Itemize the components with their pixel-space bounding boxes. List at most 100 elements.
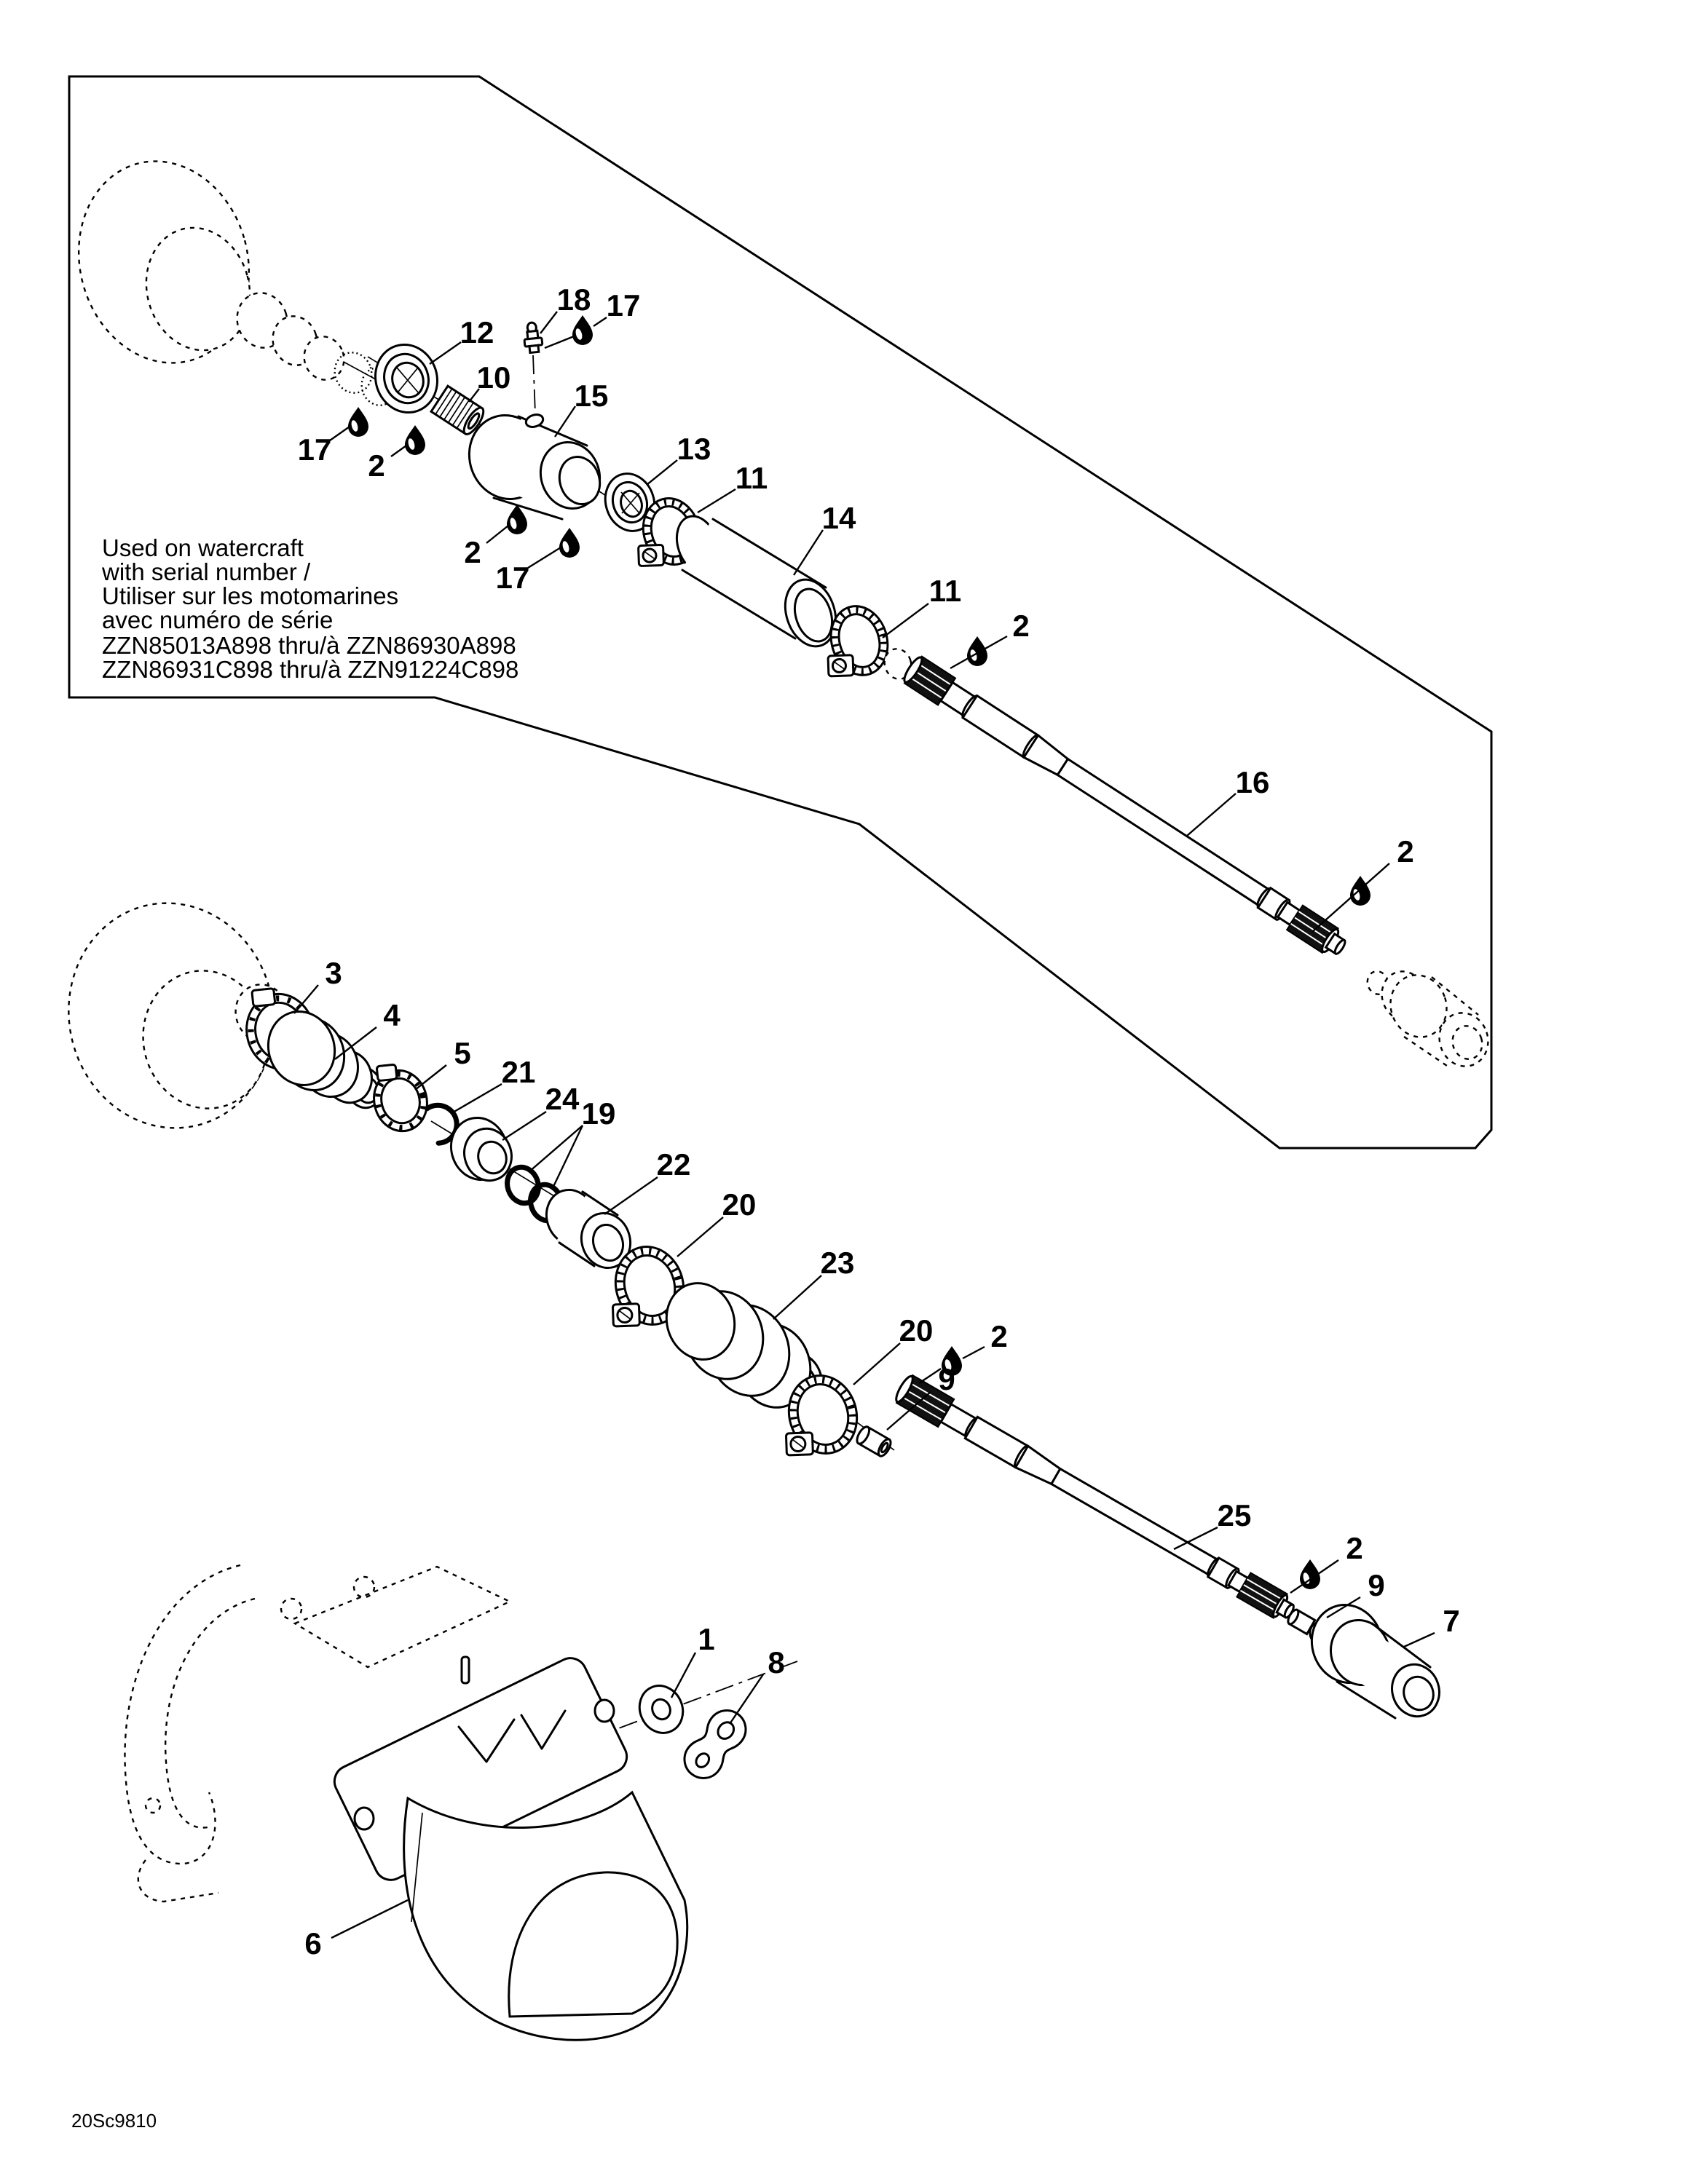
callout-10: 10 xyxy=(468,360,511,403)
callout-label: 25 xyxy=(1218,1498,1252,1532)
callout-22: 22 xyxy=(604,1147,691,1215)
callout-21: 21 xyxy=(452,1055,536,1114)
callout-label: 17 xyxy=(607,288,641,323)
flanged-ring-24 xyxy=(449,1116,513,1182)
callout-label: 16 xyxy=(1236,765,1270,799)
callout-label: 7 xyxy=(1443,1604,1459,1638)
callout-label: 1 xyxy=(698,1622,714,1656)
coupler-7 xyxy=(1310,1604,1440,1720)
callout-2-left: 2 xyxy=(368,445,407,483)
callout-16: 16 xyxy=(1186,765,1270,836)
callout-label: 15 xyxy=(575,379,609,413)
callout-24: 24 xyxy=(502,1082,580,1142)
callout-label: 22 xyxy=(657,1147,691,1182)
callout-label: 2 xyxy=(464,535,481,569)
callout-15: 15 xyxy=(554,379,609,438)
callout-label: 11 xyxy=(735,461,768,495)
callout-label: 5 xyxy=(454,1036,470,1070)
note-line: Used on watercraft xyxy=(102,534,304,561)
sleeve-tube-14 xyxy=(676,515,837,648)
callout-25: 25 xyxy=(1173,1498,1252,1551)
hose-clamp-11b xyxy=(827,605,889,678)
callout-label: 3 xyxy=(325,956,342,990)
callout-17-fitting: 17 xyxy=(544,288,641,349)
bellows-boot-23 xyxy=(665,1282,824,1409)
variant-border-outline xyxy=(68,75,1493,1150)
callout-2-mid: 2 xyxy=(464,525,509,569)
drive-shaft-16 xyxy=(903,655,1346,956)
lubricant-drop-icon xyxy=(967,636,987,666)
ear-clamp-5 xyxy=(373,1064,428,1133)
grease-fitting-18 xyxy=(523,321,544,414)
drive-shaft-25 xyxy=(895,1374,1295,1619)
lubricant-drop-icon xyxy=(559,528,580,558)
callouts: 18 17 12 10 15 13 11 14 xyxy=(293,282,1460,1961)
callout-label: 21 xyxy=(502,1055,536,1089)
callout-label: 23 xyxy=(821,1246,855,1280)
bushing-22 xyxy=(545,1188,632,1270)
lubricant-drop-icon xyxy=(1350,876,1370,906)
callout-14: 14 xyxy=(792,501,856,576)
serial-note: Used on watercraft with serial number / … xyxy=(101,534,518,683)
callout-11-first: 11 xyxy=(697,461,768,514)
callout-18: 18 xyxy=(540,282,591,334)
seal-ring-12 xyxy=(374,343,439,414)
note-line: ZZN86931C898 thru/à ZZN91224C898 xyxy=(102,656,518,683)
note-line: ZZN85013A898 thru/à ZZN86930A898 xyxy=(102,632,516,659)
callout-label: 2 xyxy=(1346,1531,1362,1565)
needle-bushing-10 xyxy=(430,384,485,435)
callout-label: 13 xyxy=(677,432,711,466)
callout-20-first: 20 xyxy=(677,1187,756,1257)
lubricant-drop-icon xyxy=(507,505,527,534)
callout-label: 20 xyxy=(899,1313,934,1348)
hose-clamp-20b xyxy=(785,1374,859,1457)
spacer-bushing-9a xyxy=(856,1425,892,1457)
link-plate-8 xyxy=(683,1709,747,1779)
callout-4: 4 xyxy=(334,998,401,1060)
lubricant-drop-icon xyxy=(572,315,593,345)
seal-13 xyxy=(604,472,656,532)
note-line: with serial number / xyxy=(101,558,311,585)
callout-label: 9 xyxy=(938,1362,955,1396)
callout-7: 7 xyxy=(1403,1604,1460,1648)
shaft-cover-6 xyxy=(333,1655,689,2041)
washer-1 xyxy=(638,1685,685,1734)
callout-6: 6 xyxy=(304,1899,409,1961)
callout-label: 2 xyxy=(1397,834,1413,869)
callout-label: 18 xyxy=(557,282,591,317)
callout-2-spline16: 2 xyxy=(950,609,1030,670)
callout-3: 3 xyxy=(293,956,342,1014)
note-line: Utiliser sur les motomarines xyxy=(102,582,398,609)
callout-label: 4 xyxy=(383,998,401,1032)
lubricant-drop-icon xyxy=(942,1346,962,1376)
lubricant-drops xyxy=(348,315,1370,1589)
callout-label: 8 xyxy=(768,1645,784,1679)
spline-end xyxy=(903,655,957,706)
callout-12: 12 xyxy=(429,315,494,365)
callout-label: 20 xyxy=(722,1187,757,1222)
callout-label: 6 xyxy=(304,1926,321,1961)
callout-label: 9 xyxy=(1368,1568,1384,1602)
note-line: avec numéro de série xyxy=(102,606,333,633)
callout-9-rear: 9 xyxy=(1326,1568,1385,1619)
callout-2-spline25: 2 xyxy=(918,1319,1008,1384)
callout-11-second: 11 xyxy=(882,574,961,638)
callout-label: 24 xyxy=(545,1082,580,1116)
callout-label: 10 xyxy=(477,360,511,395)
c-clip-21 xyxy=(425,1102,460,1146)
callout-17-left: 17 xyxy=(298,426,350,467)
pto-coupler-reference-dashed xyxy=(1366,970,1489,1068)
coupler-housing-15 xyxy=(468,414,602,521)
callout-2-shaft16-end: 2 xyxy=(1312,834,1414,933)
callout-13: 13 xyxy=(646,432,711,486)
lubricant-drop-icon xyxy=(405,425,425,455)
flywheel-reference-dashed-top xyxy=(77,160,397,406)
support-bracket-reference-dashed xyxy=(124,1564,512,1903)
callout-label: 2 xyxy=(1012,609,1029,643)
callout-19: 19 xyxy=(528,1096,615,1190)
callout-label: 2 xyxy=(368,448,384,483)
callout-label: 17 xyxy=(298,432,332,467)
callout-5: 5 xyxy=(414,1036,471,1091)
hose-clamp-20a xyxy=(612,1246,685,1328)
